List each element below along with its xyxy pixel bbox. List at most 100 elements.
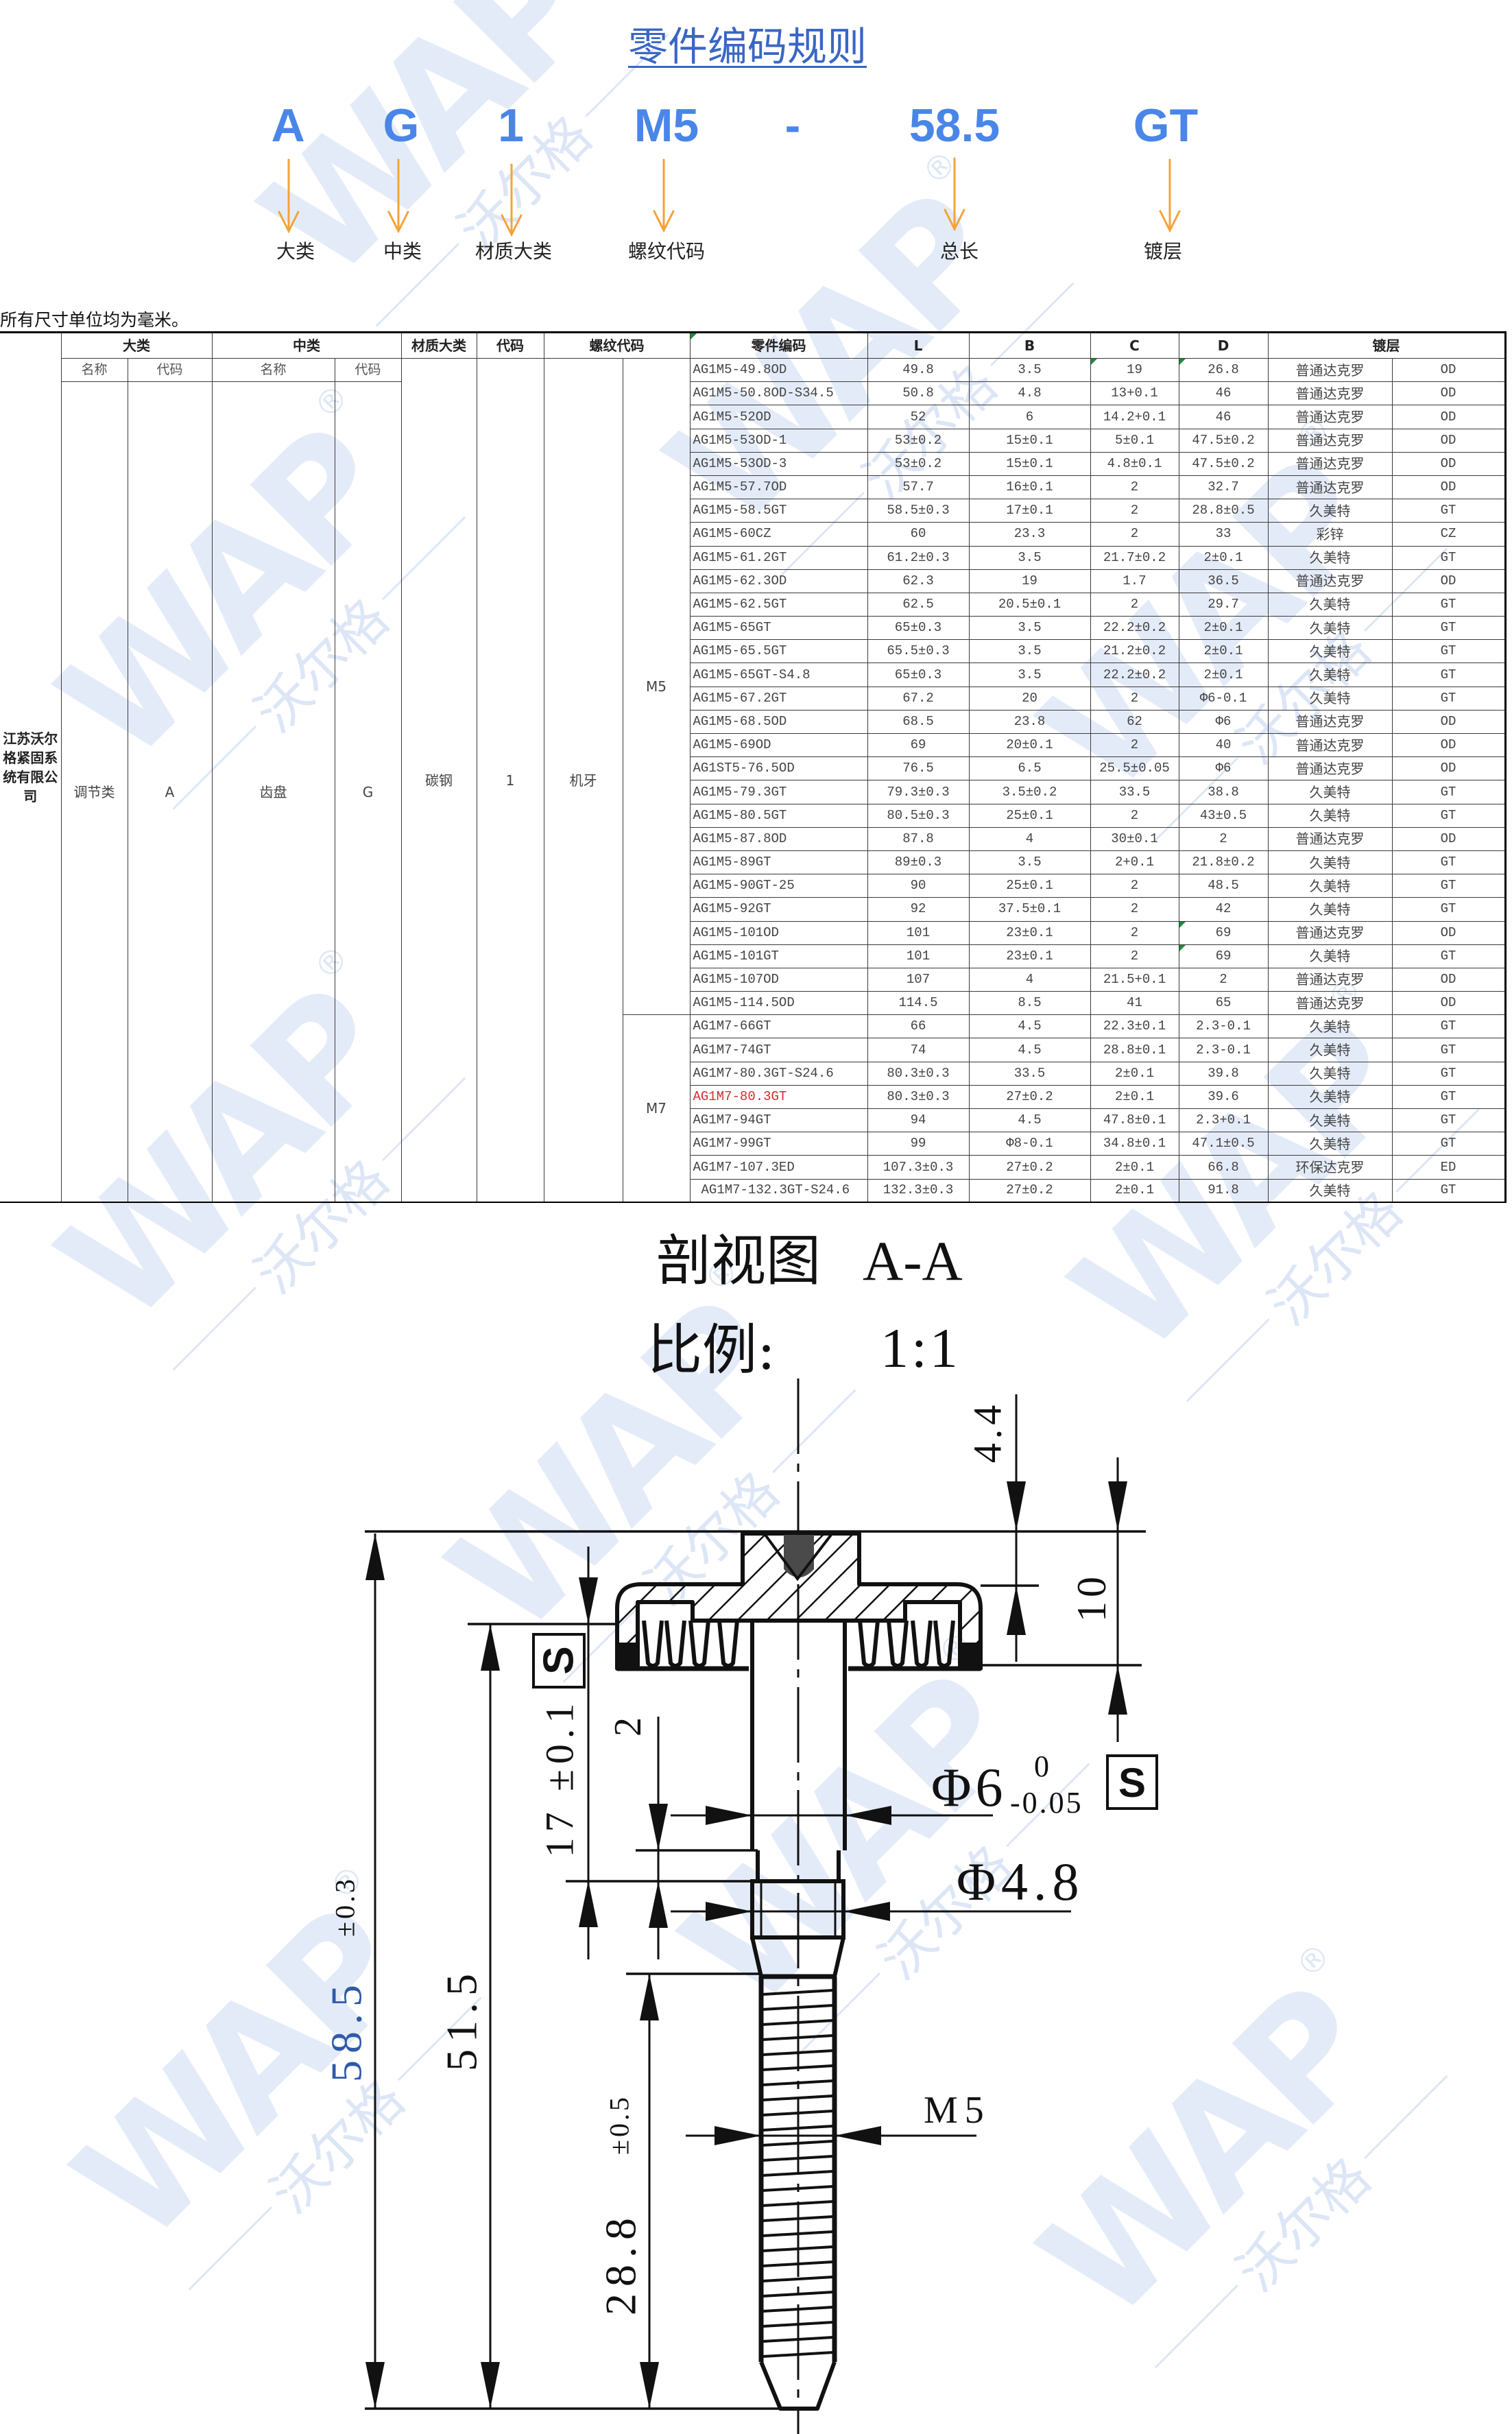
plating-name: 普通达克罗 xyxy=(1267,709,1393,735)
part-code: AG1M5-101OD xyxy=(689,920,868,945)
part-code: AG1M5-52OD xyxy=(689,405,868,429)
dim-b: 8.5 xyxy=(968,991,1091,1016)
dim-d: 28.8±0.5 xyxy=(1178,499,1269,523)
arrow-down-icon xyxy=(944,157,965,232)
plating-name: 久美特 xyxy=(1267,850,1393,875)
plating-code: GT xyxy=(1391,1084,1507,1110)
dim-thread-size: M5 xyxy=(924,2089,991,2132)
dim-c: 2 xyxy=(1090,874,1179,898)
thread-type-value: 机牙 xyxy=(543,358,623,1204)
arrow-up-icon xyxy=(579,1881,598,1927)
socket-icon xyxy=(784,1535,814,1577)
code-segment-separator: - xyxy=(784,99,801,152)
part-code: AG1M5-68.5OD xyxy=(689,709,868,735)
dim-d: 2±0.1 xyxy=(1178,639,1269,664)
dim-l: 52 xyxy=(867,405,970,429)
code-rule-arrows xyxy=(278,157,1181,237)
plating-code: OD xyxy=(1391,451,1507,476)
dim-c: 2 xyxy=(1090,475,1179,500)
part-code: AG1M5-92GT xyxy=(689,897,868,922)
dim-c: 34.8±0.1 xyxy=(1090,1132,1179,1156)
rim-left xyxy=(617,1643,638,1669)
dim-d: 65 xyxy=(1178,991,1269,1016)
arrow-down-icon xyxy=(1007,1481,1026,1531)
drawing-title: 剖视图 xyxy=(656,1229,821,1293)
dim-c: 2 xyxy=(1090,522,1179,547)
major-code-value: A xyxy=(127,381,213,1204)
dim-d: 39.6 xyxy=(1178,1084,1269,1110)
unit-note: 所有尺寸单位均为毫米。 xyxy=(0,310,189,330)
segment-label-plating: 镀层 xyxy=(1143,240,1183,263)
dim-shank-dia-tol-upper: 0 xyxy=(1034,1750,1049,1783)
dim-c: 47.8±0.1 xyxy=(1090,1108,1179,1133)
arrow-up-icon xyxy=(365,1534,385,1580)
dim-d: 43±0.5 xyxy=(1178,803,1269,828)
dim-d: 2.3-0.1 xyxy=(1178,1038,1269,1062)
dim-d: 69 xyxy=(1178,944,1269,968)
segment-label-thread: 螺纹代码 xyxy=(627,240,706,263)
code-segment-material: 1 xyxy=(498,99,524,152)
plating-code: OD xyxy=(1391,475,1507,500)
dim-b: 4.5 xyxy=(968,1038,1091,1062)
plating-name: 久美特 xyxy=(1267,944,1393,968)
dim-b: 15±0.1 xyxy=(968,451,1091,476)
dim-c: 2±0.1 xyxy=(1090,1084,1179,1110)
dim-l: 67.2 xyxy=(867,686,970,711)
plating-name: 普通达克罗 xyxy=(1267,405,1393,429)
part-code: AG1M7-107.3ED xyxy=(689,1155,868,1180)
plating-code: GT xyxy=(1391,944,1507,968)
dim-c: 2 xyxy=(1090,732,1179,758)
plating-code: GT xyxy=(1391,1038,1507,1062)
dim-l: 61.2±0.3 xyxy=(867,545,970,570)
dim-total-length-tol: ±0.3 xyxy=(330,1876,361,1937)
dim-b: 20.5±0.1 xyxy=(968,592,1091,617)
dim-d: 40 xyxy=(1178,732,1269,758)
arrow-down-icon xyxy=(640,2362,659,2409)
header-part-code: 零件编码 xyxy=(689,331,868,359)
dim-b: 27±0.2 xyxy=(968,1155,1091,1180)
arrow-up-icon xyxy=(1108,1665,1127,1715)
dim-c: 2±0.1 xyxy=(1090,1061,1179,1086)
dim-b: 3.5 xyxy=(968,357,1091,383)
dim-c: 28.8±0.1 xyxy=(1090,1038,1179,1062)
dim-d: Φ6 xyxy=(1178,756,1269,781)
dim-b: 25±0.1 xyxy=(968,874,1091,898)
part-code: AG1M7-80.3GT xyxy=(689,1084,868,1110)
plating-code: GT xyxy=(1391,1132,1507,1156)
dim-b: 6.5 xyxy=(968,756,1091,781)
dim-l: 49.8 xyxy=(867,357,970,383)
dim-b: 33.5 xyxy=(968,1061,1091,1086)
dim-c: 5±0.1 xyxy=(1090,428,1179,453)
subheader-major-name: 名称 xyxy=(60,357,128,383)
plating-name: 久美特 xyxy=(1267,1014,1393,1039)
dim-c: 21.7±0.2 xyxy=(1090,545,1179,570)
plating-code: OD xyxy=(1391,732,1507,758)
arrow-right-icon xyxy=(706,1902,752,1921)
dimension-arrowheads xyxy=(365,1481,1127,2409)
arrow-left-icon xyxy=(835,2126,881,2145)
dim-thread-length: 28.8 xyxy=(597,2211,645,2315)
dim-neck-length: 2 xyxy=(607,1717,649,1737)
arrow-left-icon xyxy=(845,1806,891,1825)
plating-name: 久美特 xyxy=(1267,663,1393,687)
dim-b: 4 xyxy=(968,826,1091,851)
dim-b: 23±0.1 xyxy=(968,920,1091,945)
dim-l: 65±0.3 xyxy=(867,616,970,641)
plating-name: 普通达克罗 xyxy=(1267,991,1393,1016)
part-code: AG1M7-132.3GT-S24.6 xyxy=(689,1178,868,1204)
dim-l: 65.5±0.3 xyxy=(867,639,970,664)
dim-l: 99 xyxy=(867,1132,970,1156)
dim-c: 62 xyxy=(1090,709,1179,735)
dim-c: 25.5±0.05 xyxy=(1090,756,1179,781)
